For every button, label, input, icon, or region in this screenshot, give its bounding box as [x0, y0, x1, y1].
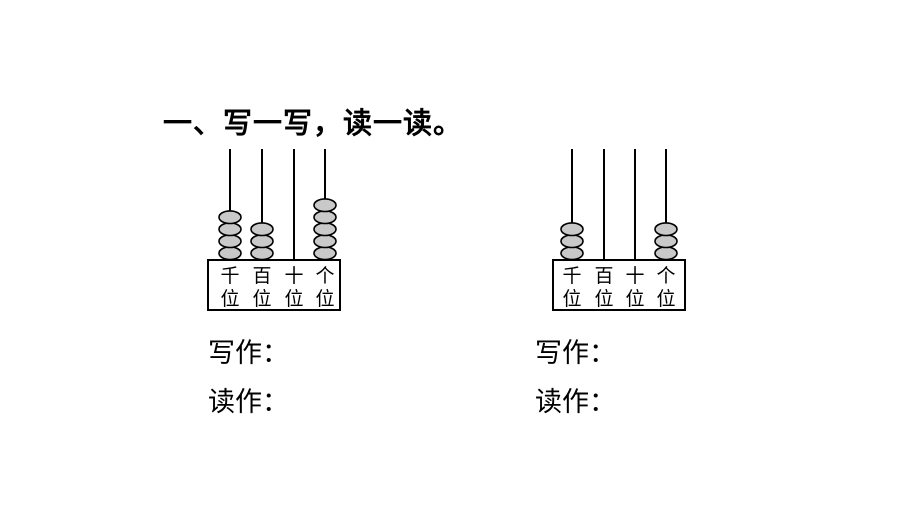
bead-ones [313, 210, 337, 225]
place-label-ones-bottom: 位 [315, 288, 334, 310]
place-label-tens-bottom: 位 [625, 288, 644, 310]
bead-thousands [218, 222, 242, 237]
read-label-left: 读作： [208, 387, 289, 418]
abacus-frame [552, 259, 686, 311]
bead-ones [654, 222, 678, 237]
place-label-hundreds-bottom: 位 [252, 288, 271, 310]
place-label-thousands-top: 千 [220, 265, 239, 287]
bead-hundreds [250, 246, 274, 261]
place-label-tens-top: 十 [625, 265, 644, 287]
exercise-title: 一、写一写，读一读。 [163, 106, 464, 140]
beads [560, 222, 678, 261]
bead-thousands [218, 210, 242, 225]
bead-ones [654, 234, 678, 249]
rods [571, 149, 667, 260]
place-label-tens-bottom: 位 [284, 288, 303, 310]
abacus-right: 千 位 百 位 十 位 个 位 [550, 145, 690, 315]
place-label-thousands-bottom: 位 [562, 288, 581, 310]
bead-thousands [218, 246, 242, 261]
place-label-hundreds-bottom: 位 [594, 288, 613, 310]
bead-hundreds [250, 222, 274, 237]
abacus-frame [207, 259, 341, 311]
write-label-right: 写作： [535, 338, 616, 369]
bead-ones [313, 234, 337, 249]
abacus-left: 千 位 百 位 十 位 个 位 [205, 145, 345, 315]
place-label-thousands-bottom: 位 [220, 288, 239, 310]
bead-ones [313, 246, 337, 261]
beads [218, 198, 337, 261]
rods [229, 149, 326, 260]
place-label-hundreds-top: 百 [594, 265, 613, 287]
bead-thousands [560, 222, 584, 237]
bead-ones [313, 222, 337, 237]
abacus-left-figure: 千 位 百 位 十 位 个 位 [207, 149, 341, 311]
write-label-left: 写作： [208, 338, 289, 369]
place-label-ones-top: 个 [315, 265, 334, 287]
place-label-ones-bottom: 位 [656, 288, 675, 310]
bead-ones [313, 198, 337, 213]
place-label-tens-top: 十 [284, 265, 303, 287]
bead-thousands [560, 234, 584, 249]
bead-thousands [560, 246, 584, 261]
bead-thousands [218, 234, 242, 249]
bead-hundreds [250, 234, 274, 249]
bead-ones [654, 246, 678, 261]
abacus-right-figure: 千 位 百 位 十 位 个 位 [552, 149, 686, 311]
place-label-ones-top: 个 [656, 265, 675, 287]
place-label-hundreds-top: 百 [252, 265, 271, 287]
read-label-right: 读作： [535, 387, 616, 418]
place-label-thousands-top: 千 [562, 265, 581, 287]
